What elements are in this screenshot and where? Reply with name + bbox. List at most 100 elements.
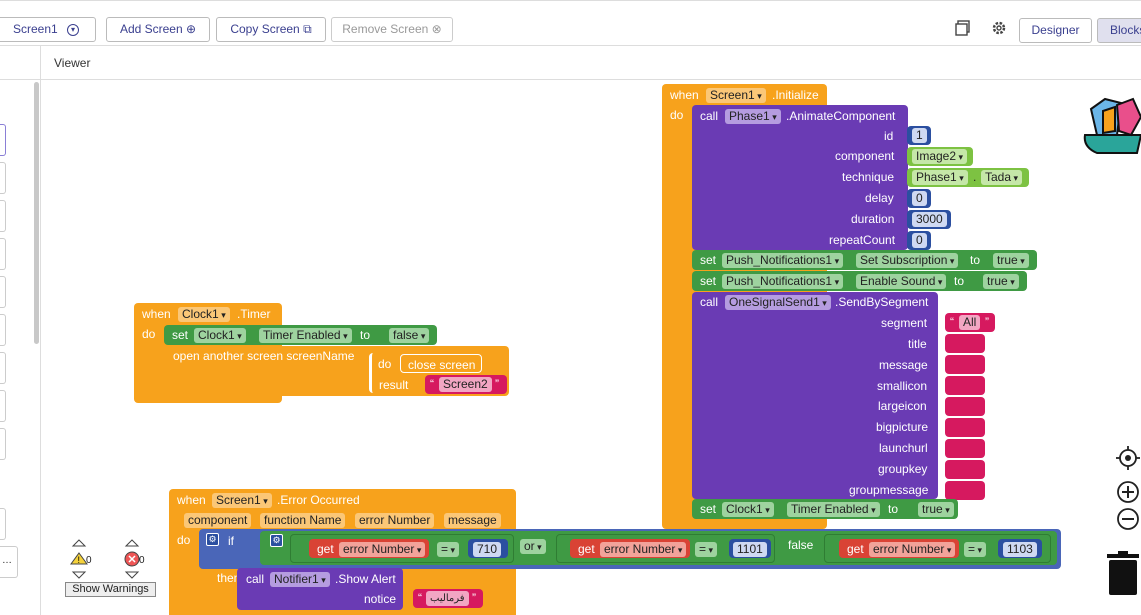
drawer-more[interactable]: …	[0, 546, 18, 578]
param-error-number-chip[interactable]: error Number	[355, 513, 435, 528]
text-block-groupkey[interactable]	[945, 460, 985, 479]
drawer-item[interactable]	[0, 238, 6, 270]
text-block-launchurl[interactable]	[945, 439, 985, 458]
viewer-label: Viewer	[54, 56, 91, 70]
drawer-item[interactable]	[0, 508, 6, 540]
eq-operator[interactable]: =	[964, 542, 987, 557]
delay-value[interactable]: 0	[912, 191, 927, 206]
zoom-out-icon[interactable]	[1116, 507, 1140, 531]
param-groupkey: groupkey	[878, 462, 928, 476]
copy-screen-label: Copy Screen	[230, 22, 300, 36]
add-screen-button[interactable]: Add Screen ⊕	[106, 17, 210, 42]
when-label: when	[142, 307, 171, 321]
drawer-item[interactable]	[0, 276, 6, 308]
warnings-indicator: !	[69, 539, 89, 579]
get-var-chip[interactable]: error Number	[600, 542, 687, 557]
error-component-chip[interactable]: Screen1	[212, 493, 272, 508]
recenter-icon[interactable]	[1116, 446, 1140, 470]
notice-label: notice	[364, 592, 397, 606]
param-message-chip[interactable]: message	[444, 513, 501, 528]
value-1101[interactable]: 1101	[733, 542, 767, 557]
get-var-chip[interactable]: error Number	[869, 542, 956, 557]
or-operator[interactable]: or	[520, 539, 546, 554]
text-block-title[interactable]	[945, 334, 985, 353]
repeat-value[interactable]: 0	[912, 233, 927, 248]
technique-component[interactable]: Phase1	[912, 170, 968, 185]
value-710[interactable]: 710	[473, 542, 502, 557]
push2-component[interactable]: Push_Notifications1	[722, 274, 844, 289]
blocks-workspace[interactable]: when Screen1 .Initialize do call Phase1 …	[41, 81, 1141, 615]
push2-property[interactable]: Enable Sound	[856, 274, 947, 289]
timer-set-value[interactable]: false	[389, 328, 430, 343]
timer-event-label: .Timer	[237, 307, 271, 321]
timer-set-property[interactable]: Timer Enabled	[259, 328, 352, 343]
id-value[interactable]: 1	[912, 128, 927, 143]
blocks-drawer-panel: …	[0, 46, 41, 615]
param-title: title	[908, 337, 927, 351]
drawer-item[interactable]	[0, 352, 6, 384]
show-warnings-button[interactable]: Show Warnings	[65, 582, 156, 597]
push1-value[interactable]: true	[993, 253, 1029, 268]
timer-set-component[interactable]: Clock1	[194, 328, 246, 343]
trash-icon[interactable]	[1106, 551, 1140, 595]
duration-value[interactable]: 3000	[912, 212, 947, 227]
backpack-icon[interactable]	[1081, 91, 1141, 157]
clock-component[interactable]: Clock1	[722, 502, 774, 517]
drawer-item[interactable]	[0, 428, 6, 460]
to-label: to	[360, 328, 371, 342]
call-label: call	[700, 295, 719, 309]
gear-icon[interactable]: ⚙	[270, 534, 283, 547]
text-block-bigpicture[interactable]	[945, 418, 985, 437]
get-label: get	[578, 542, 595, 556]
drawer-scrollbar[interactable]	[34, 82, 39, 344]
eq-operator[interactable]: =	[695, 542, 718, 557]
component-value[interactable]: Image2	[912, 149, 968, 164]
param-function-name-chip[interactable]: function Name	[260, 513, 346, 528]
segment-value[interactable]: All	[959, 315, 981, 330]
top-toolbar: Screen1 ▾ Add Screen ⊕ Copy Screen ⧉ Rem…	[0, 0, 1141, 46]
text-block-message[interactable]	[945, 355, 985, 374]
clock-property[interactable]: Timer Enabled	[787, 502, 880, 517]
timer-component-chip[interactable]: Clock1	[178, 307, 230, 322]
gear-icon[interactable]: ⚙	[206, 533, 219, 546]
push1-component[interactable]: Push_Notifications1	[722, 253, 844, 268]
drawer-item[interactable]	[0, 314, 6, 346]
init-component-chip[interactable]: Screen1	[706, 88, 766, 103]
designer-button[interactable]: Designer	[1019, 18, 1092, 43]
text-block-smallicon[interactable]	[945, 376, 985, 395]
notice-value[interactable]: فرمالیب	[426, 591, 469, 606]
result-label: result	[379, 378, 409, 392]
drawer-item[interactable]	[0, 162, 6, 194]
blocks-button[interactable]: Blocks	[1097, 18, 1141, 43]
notifier-chip[interactable]: Notifier1	[270, 572, 330, 587]
remove-screen-button[interactable]: Remove Screen ⊗	[331, 17, 453, 42]
animate-component-call-block[interactable]	[692, 105, 908, 250]
screen-select-dropdown[interactable]: Screen1 ▾	[0, 17, 96, 42]
drawer-item[interactable]	[0, 200, 6, 232]
text-block-largeicon[interactable]	[945, 397, 985, 416]
eq-operator[interactable]: =	[437, 542, 460, 557]
viewer-header: Viewer	[0, 46, 1141, 80]
onesignal-component[interactable]: OneSignalSend1	[725, 295, 831, 310]
push2-value[interactable]: true	[983, 274, 1019, 289]
copy-screen-button[interactable]: Copy Screen ⧉	[216, 17, 326, 42]
send-by-segment-label: .SendBySegment	[835, 295, 929, 309]
animate-component-chip[interactable]: Phase1	[725, 109, 781, 124]
drawer-item[interactable]	[0, 390, 6, 422]
param-component-chip[interactable]: component	[184, 513, 252, 528]
do-label: do	[142, 327, 156, 341]
technique-value[interactable]: Tada	[981, 170, 1023, 185]
close-screen-block[interactable]	[400, 354, 482, 373]
get-var-chip[interactable]: error Number	[339, 542, 426, 557]
gear-icon[interactable]	[991, 20, 1007, 36]
push1-property[interactable]: Set Subscription	[856, 253, 959, 268]
send-by-segment-call-block[interactable]	[692, 292, 938, 499]
to-label: to	[954, 274, 965, 288]
gallery-icon[interactable]	[955, 20, 971, 36]
value-1103[interactable]: 1103	[1003, 542, 1037, 557]
zoom-in-icon[interactable]	[1116, 480, 1140, 504]
drawer-item[interactable]	[0, 124, 6, 156]
screen2-value[interactable]: Screen2	[439, 377, 492, 392]
text-block-groupmessage[interactable]	[945, 481, 985, 500]
clock-value[interactable]: true	[918, 502, 954, 517]
